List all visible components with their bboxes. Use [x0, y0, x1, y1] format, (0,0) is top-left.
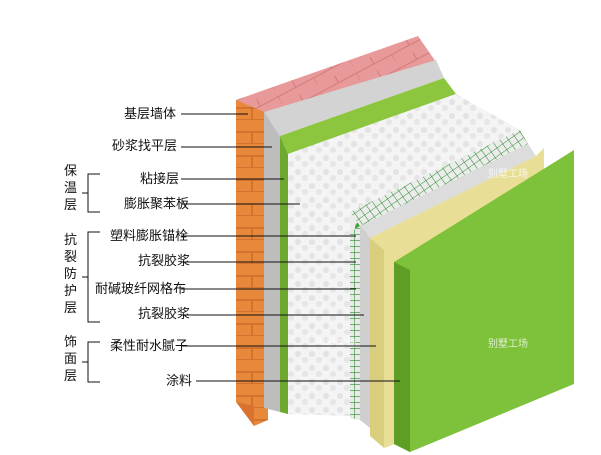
label-anticrack-1: 抗裂胶浆 — [138, 253, 190, 269]
svg-text:面: 面 — [64, 352, 77, 367]
label-base-wall: 基层墙体 — [124, 107, 176, 122]
svg-text:防: 防 — [64, 266, 77, 282]
svg-text:抗: 抗 — [64, 233, 77, 248]
svg-text:饰: 饰 — [64, 335, 77, 350]
group-bracket-finish — [82, 341, 100, 383]
label-mesh: 耐碱玻纤网格布 — [95, 281, 186, 297]
label-adhesive: 粘接层 — [140, 171, 179, 187]
svg-text:裂: 裂 — [64, 250, 77, 265]
base-wall — [236, 36, 436, 426]
label-mortar-leveling: 砂浆找平层 — [112, 139, 177, 154]
group-bracket-insulation — [82, 173, 100, 213]
leader-lines — [181, 113, 400, 382]
adhesive-layer — [280, 78, 456, 414]
label-putty: 柔性耐水腻子 — [110, 339, 188, 354]
svg-text:层: 层 — [64, 198, 77, 213]
label-anticrack-2: 抗裂胶浆 — [138, 306, 190, 322]
brick-top-face — [236, 36, 436, 126]
svg-text:护: 护 — [64, 284, 77, 299]
svg-text:层: 层 — [64, 301, 77, 316]
group-bracket-protection — [82, 231, 100, 323]
watermark-2: 别墅工场 — [316, 337, 356, 350]
group-label-finish: 饰 面 层 — [64, 335, 77, 384]
coating-layer — [394, 150, 574, 452]
label-anchor: 塑料膨胀锚栓 — [110, 229, 188, 244]
watermark-1: 别墅工场 — [488, 167, 528, 180]
group-label-insulation: 保 温 层 — [64, 164, 77, 213]
svg-text:温: 温 — [64, 181, 77, 196]
brick-left-face — [236, 100, 264, 408]
mesh-layer — [350, 130, 528, 420]
label-coating: 涂料 — [166, 373, 192, 389]
watermark-3: 别墅工场 — [488, 337, 528, 350]
anticrack-outer-layer — [360, 144, 536, 428]
label-eps-board: 膨胀聚苯板 — [124, 197, 189, 212]
svg-text:保: 保 — [64, 164, 77, 179]
svg-text:层: 层 — [64, 369, 77, 384]
group-label-protection: 抗 裂 防 护 层 — [64, 233, 77, 316]
